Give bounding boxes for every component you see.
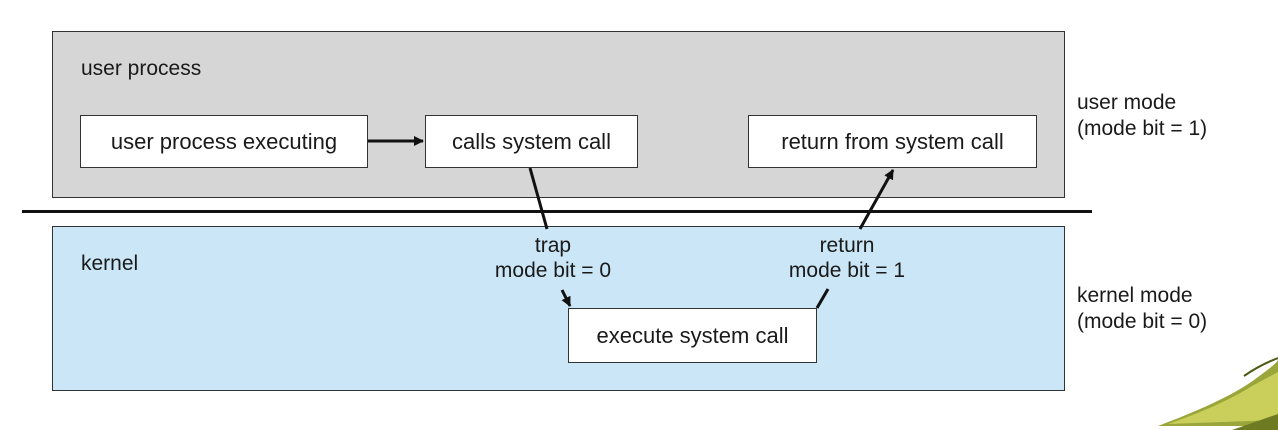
user-mode-region: user process: [52, 31, 1065, 198]
execute-system-call-box: execute system call: [568, 308, 817, 363]
user-process-executing-box: user process executing: [80, 115, 368, 168]
trap-label: trap mode bit = 0: [473, 233, 633, 283]
trap-label-line1: trap: [534, 234, 572, 257]
user-mode-line1: user mode: [1077, 91, 1177, 114]
kernel-mode-line2: (mode bit = 0): [1077, 310, 1208, 334]
kernel-mode-region: kernel: [52, 226, 1065, 391]
return-label-line1: return: [819, 234, 875, 257]
calls-system-call-box: calls system call: [425, 115, 638, 168]
return-label: return mode bit = 1: [767, 233, 927, 283]
user-region-title: user process: [81, 57, 202, 80]
return-from-system-call-box: return from system call: [748, 115, 1037, 168]
kernel-mode-label: kernel mode (mode bit = 0): [1077, 283, 1207, 336]
return-label-line2: mode bit = 1: [788, 259, 906, 283]
kernel-region-title: kernel: [81, 252, 139, 275]
kernel-mode-line1: kernel mode: [1077, 284, 1193, 307]
mode-divider-line: [22, 210, 1092, 213]
trap-label-line2: mode bit = 0: [494, 259, 612, 283]
user-mode-line2: (mode bit = 1): [1077, 117, 1208, 141]
user-mode-label: user mode (mode bit = 1): [1077, 90, 1207, 143]
dinosaur-logo-icon: [1158, 357, 1278, 430]
